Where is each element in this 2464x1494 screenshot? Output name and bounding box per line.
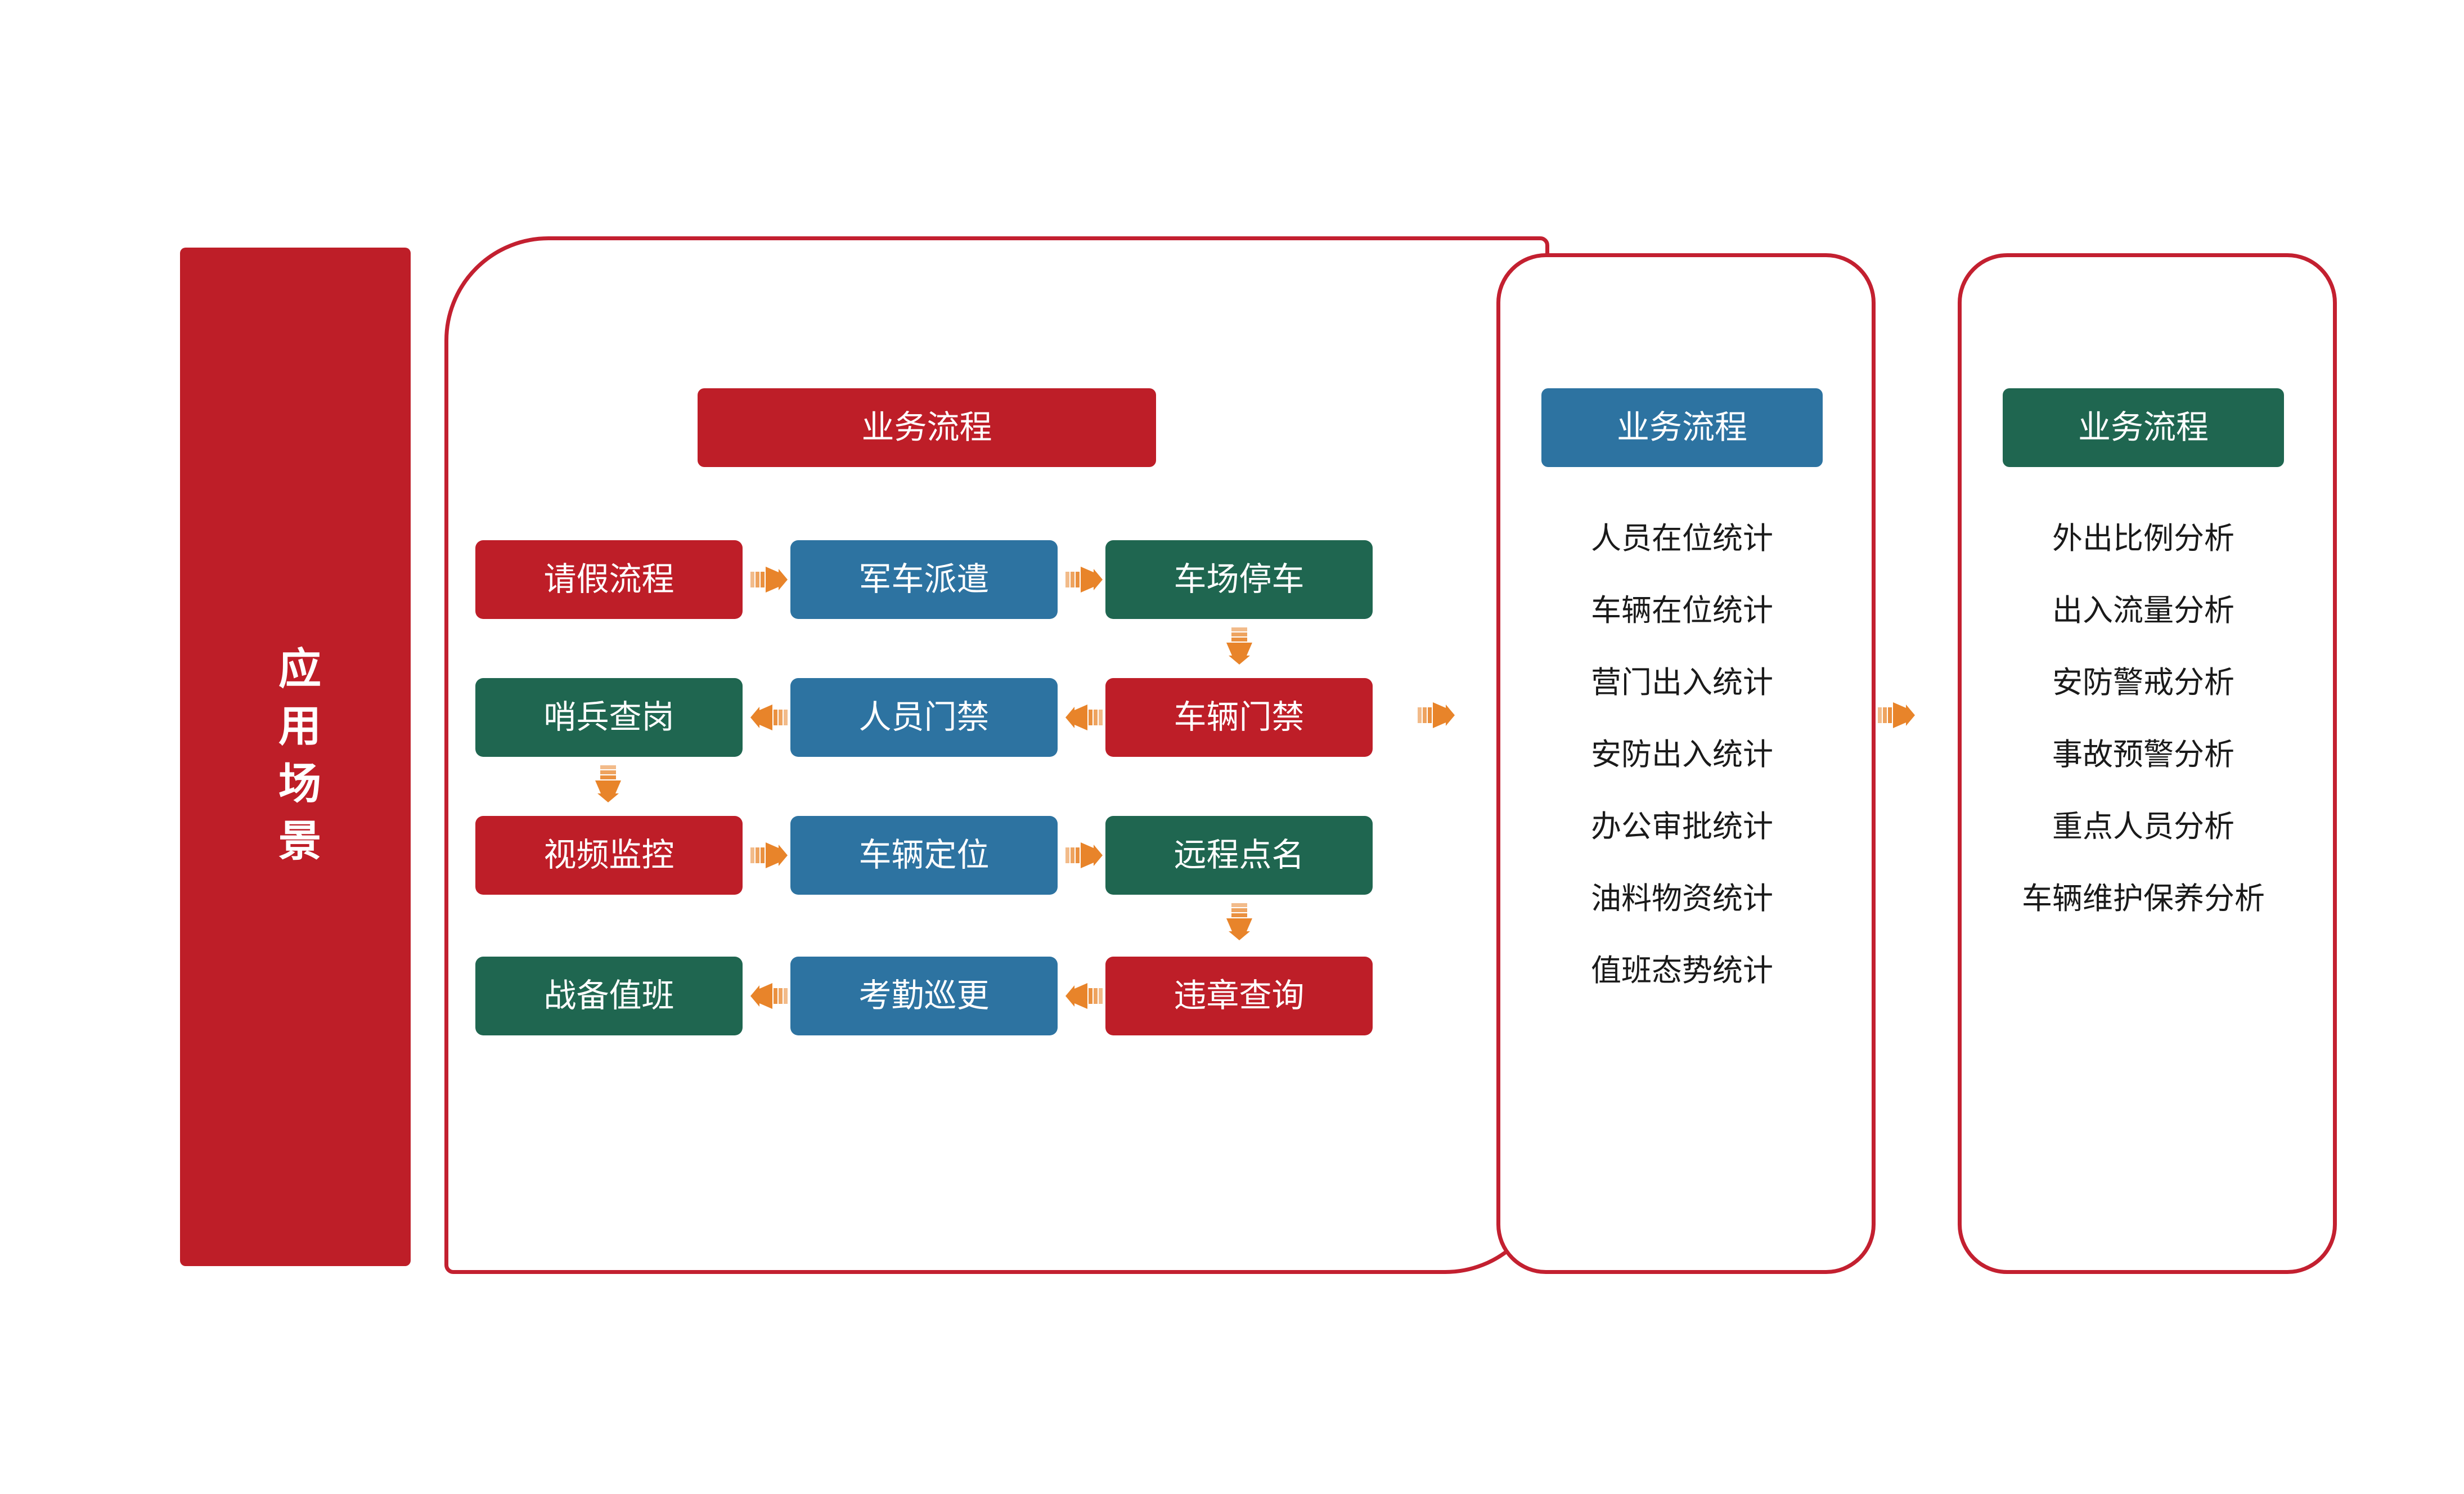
arrow-left-icon <box>750 979 788 1013</box>
application-scenario-label: 应用场景 <box>272 645 320 876</box>
list-item: 办公审批统计 <box>1591 810 1773 844</box>
statistics-panel-header: 业务流程 <box>1541 388 1823 467</box>
arrow-left-icon <box>1065 979 1103 1013</box>
list-item: 营门出入统计 <box>1591 666 1773 699</box>
flow-box-label: 军车派遣 <box>858 561 990 598</box>
arrow-right-icon <box>750 838 788 873</box>
flow-box-cheliang-menjin[interactable]: 车辆门禁 <box>1105 678 1373 757</box>
flow-box-label: 违章查询 <box>1173 977 1305 1014</box>
flow-box-label: 远程点名 <box>1173 837 1305 873</box>
arrow-right-icon <box>1065 562 1103 597</box>
flow-box-cheliang-dingwei[interactable]: 车辆定位 <box>790 816 1058 895</box>
list-item: 人员在位统计 <box>1591 522 1773 555</box>
list-item: 车辆在位统计 <box>1591 594 1773 627</box>
arrow-right-icon <box>1418 698 1455 733</box>
flow-box-label: 车辆门禁 <box>1173 699 1305 735</box>
list-item: 值班态势统计 <box>1591 954 1773 988</box>
analysis-panel-header-label: 业务流程 <box>2078 409 2209 446</box>
flow-box-label: 人员门禁 <box>858 699 990 735</box>
flow-box-label: 车场停车 <box>1173 561 1305 598</box>
analysis-list: 外出比例分析 出入流量分析 安防警戒分析 事故预警分析 重点人员分析 车辆维护保… <box>1958 523 2329 955</box>
flow-box-yuancheng-dianming[interactable]: 远程点名 <box>1105 816 1373 895</box>
arrow-left-icon <box>750 700 788 735</box>
list-item: 安防警戒分析 <box>2052 666 2234 699</box>
flow-box-weizhang-chaxun[interactable]: 违章查询 <box>1105 957 1373 1035</box>
list-item: 安防出入统计 <box>1591 738 1773 771</box>
list-item: 车辆维护保养分析 <box>2022 882 2265 916</box>
flow-box-renyuan-menjin[interactable]: 人员门禁 <box>790 678 1058 757</box>
flow-box-qingjia-liucheng[interactable]: 请假流程 <box>475 540 743 619</box>
arrow-right-icon <box>1065 838 1103 873</box>
flow-box-label: 视频监控 <box>543 837 675 873</box>
list-item: 外出比例分析 <box>2052 522 2234 555</box>
flow-box-zhanbei-zhiban[interactable]: 战备值班 <box>475 957 743 1035</box>
list-item: 油料物资统计 <box>1591 882 1773 916</box>
flow-box-kaoqin-xungeng[interactable]: 考勤巡更 <box>790 957 1058 1035</box>
flow-box-label: 车辆定位 <box>858 837 990 873</box>
flow-box-junche-paiqian[interactable]: 军车派遣 <box>790 540 1058 619</box>
flow-box-label: 哨兵查岗 <box>543 699 675 735</box>
arrow-left-icon <box>1065 700 1103 735</box>
flow-box-label: 战备值班 <box>543 977 675 1014</box>
business-process-panel-header: 业务流程 <box>698 388 1156 467</box>
flow-box-shaobing-chagang[interactable]: 哨兵查岗 <box>475 678 743 757</box>
flow-box-label: 请假流程 <box>543 561 675 598</box>
statistics-panel-header-label: 业务流程 <box>1616 409 1747 446</box>
analysis-panel-header: 业务流程 <box>2003 388 2284 467</box>
arrow-down-icon <box>1222 627 1257 665</box>
flow-box-shipin-jiankong[interactable]: 视频监控 <box>475 816 743 895</box>
business-process-panel-header-label: 业务流程 <box>861 409 992 446</box>
list-item: 重点人员分析 <box>2052 810 2234 844</box>
arrow-down-icon <box>1222 903 1257 940</box>
statistics-list: 人员在位统计 车辆在位统计 营门出入统计 安防出入统计 办公审批统计 油料物资统… <box>1496 523 1868 1028</box>
list-item: 出入流量分析 <box>2052 594 2234 627</box>
flow-box-checang-tingche[interactable]: 车场停车 <box>1105 540 1373 619</box>
list-item: 事故预警分析 <box>2052 738 2234 771</box>
application-scenario-banner: 应用场景 <box>180 248 411 1266</box>
arrow-right-icon <box>1878 698 1915 733</box>
arrow-right-icon <box>750 562 788 597</box>
arrow-down-icon <box>591 765 626 802</box>
flow-box-label: 考勤巡更 <box>858 977 990 1014</box>
